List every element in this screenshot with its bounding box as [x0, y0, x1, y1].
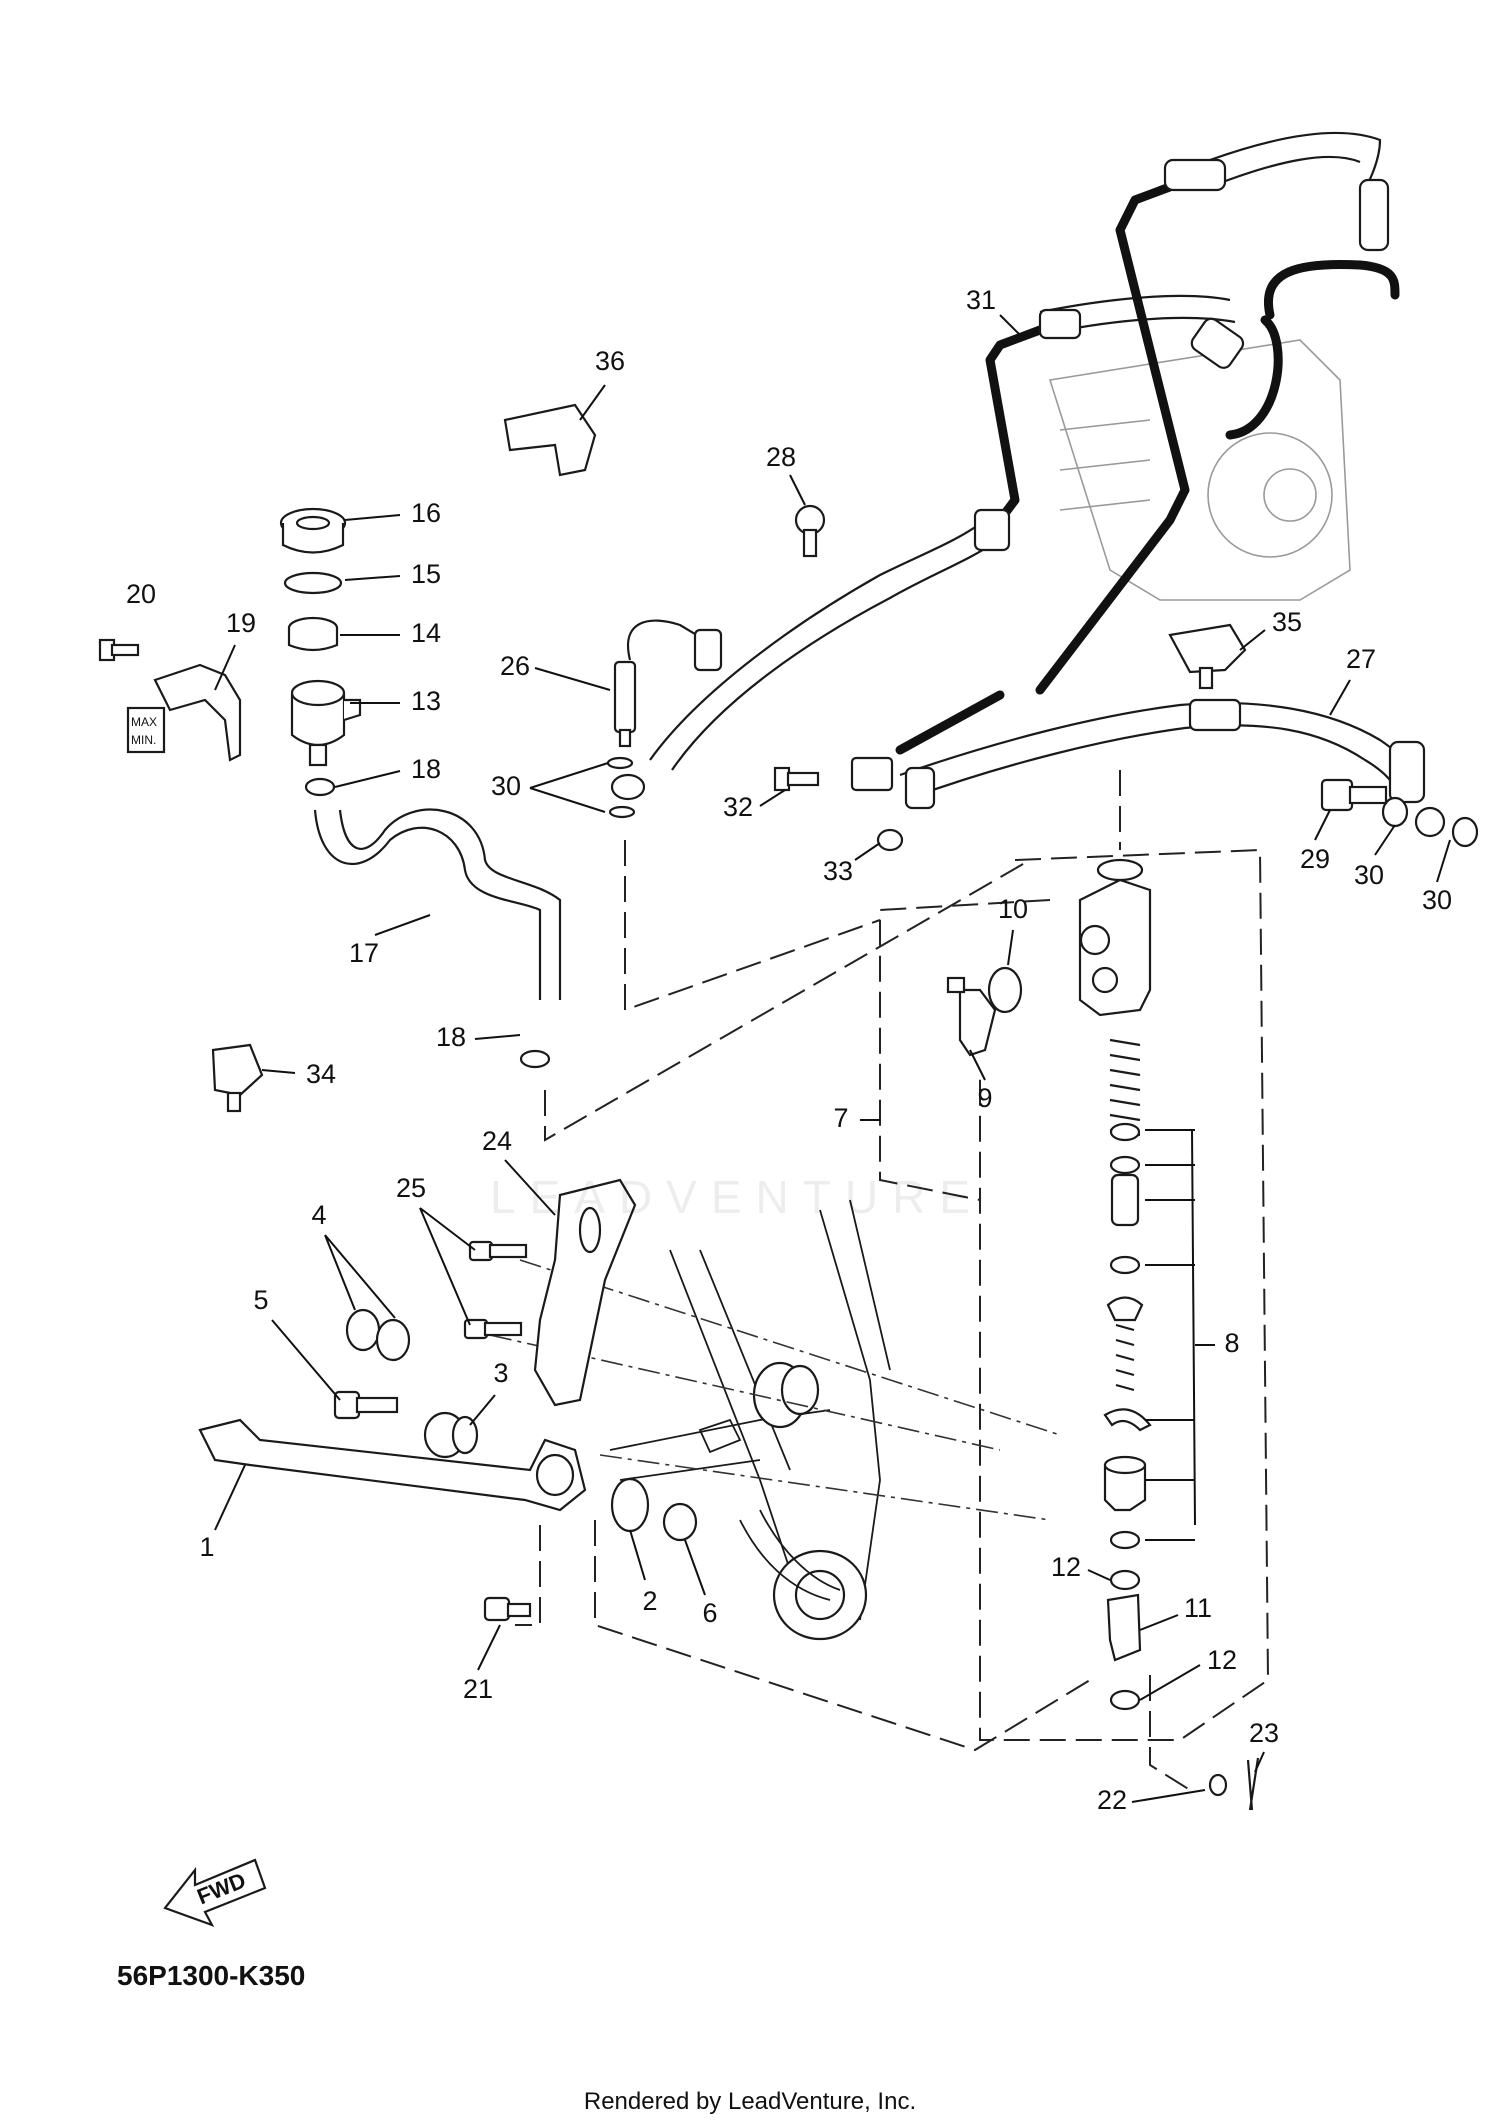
assembly-lines: [489, 770, 1270, 1791]
brake-pedal: [198, 1308, 698, 1622]
callout-8: 8: [1224, 1328, 1239, 1358]
frame-outline: [609, 1199, 891, 1641]
bolt-20: [98, 638, 140, 662]
pedal-guard: [463, 1178, 637, 1407]
callout-5: 5: [253, 1285, 268, 1315]
callout-16: 16: [411, 498, 441, 528]
callout-23: 23: [1249, 1718, 1279, 1748]
callout-22: 22: [1097, 1785, 1127, 1815]
top-hose: [1209, 131, 1382, 201]
hose-fittings: [850, 158, 1426, 810]
callout-30a: 30: [491, 771, 521, 801]
clip-36: [503, 403, 597, 477]
callout-32: 32: [723, 792, 753, 822]
callout-2: 2: [642, 1586, 657, 1616]
callout-18b: 18: [436, 1022, 466, 1052]
callout-29: 29: [1300, 844, 1330, 874]
callout-leaders: [214, 314, 1451, 1803]
hose-clamps: [304, 777, 551, 1069]
callout-36: 36: [595, 346, 625, 376]
callout-6: 6: [702, 1598, 717, 1628]
clip-34: [211, 1043, 264, 1113]
callout-11: 11: [1184, 1593, 1212, 1623]
bolt-29: [1320, 778, 1388, 812]
callout-21: 21: [463, 1674, 493, 1704]
engine-outline: [1048, 339, 1351, 601]
callout-18a: 18: [411, 754, 441, 784]
callout-12a: 12: [1051, 1552, 1081, 1582]
callout-14: 14: [411, 618, 441, 648]
fwd-arrow-icon: FWD: [163, 1858, 267, 1928]
callout-12b: 12: [1207, 1645, 1237, 1675]
callout-7: 7: [833, 1103, 848, 1133]
callout-4: 4: [311, 1200, 326, 1230]
gauge-max-label: MAX: [131, 715, 157, 729]
reservoir-stack: [279, 507, 362, 767]
callout-31: 31: [966, 285, 996, 315]
callout-10: 10: [998, 894, 1028, 924]
callout-33: 33: [823, 856, 853, 886]
washers-30: [606, 756, 1479, 848]
callout-27: 27: [1346, 644, 1376, 674]
reservoir-bracket: MAX MIN.: [126, 663, 242, 762]
footer-credit: Rendered by LeadVenture, Inc.: [583, 2088, 917, 2115]
callout-30c: 30: [1422, 885, 1452, 915]
clip-35: [1168, 623, 1247, 690]
reservoir-hose: [313, 808, 562, 1000]
gauge-min-label: MIN.: [131, 733, 156, 747]
callout-25: 25: [396, 1173, 426, 1203]
diagram-code: 56P1300-K350: [117, 1960, 306, 1991]
master-cylinder: [946, 858, 1260, 1811]
callout-26: 26: [500, 651, 530, 681]
callout-15: 15: [411, 559, 441, 589]
callout-28: 28: [766, 442, 796, 472]
callout-labels: 1234567891011121213141516171818192021222…: [126, 285, 1452, 1815]
callout-30b: 30: [1354, 860, 1384, 890]
callout-17: 17: [349, 938, 379, 968]
clip-28: [794, 504, 826, 558]
bolt-32: [773, 766, 904, 852]
callout-35: 35: [1272, 607, 1302, 637]
brake-pipe: [895, 180, 1400, 755]
callout-13: 13: [411, 686, 441, 716]
callout-3: 3: [493, 1358, 508, 1388]
callout-24: 24: [482, 1126, 512, 1156]
brake-switch: [613, 619, 723, 748]
callout-1: 1: [199, 1532, 214, 1562]
callout-9: 9: [977, 1083, 992, 1113]
callout-20: 20: [126, 579, 156, 609]
callout-19: 19: [226, 608, 256, 638]
watermark: LEADVENTURE: [490, 1171, 984, 1223]
callout-34: 34: [306, 1059, 336, 1089]
